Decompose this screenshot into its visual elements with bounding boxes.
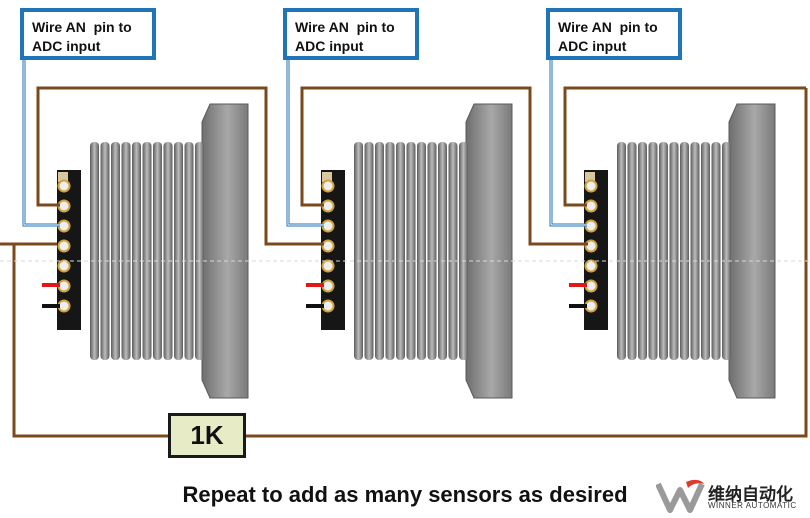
header-pin xyxy=(584,219,598,233)
thread-ridge xyxy=(375,142,384,360)
thread-ridge xyxy=(90,142,99,360)
thread-ridge xyxy=(121,142,131,360)
signal-wire-highlight xyxy=(23,60,60,226)
sensor-nut xyxy=(465,103,513,399)
thread-ridge xyxy=(354,142,363,360)
ultrasonic-sensor-icon xyxy=(569,103,776,399)
header-pin xyxy=(584,259,598,273)
thread-ridge xyxy=(659,142,668,360)
header-pin xyxy=(57,219,71,233)
thread-ridge xyxy=(100,142,110,360)
header-pin xyxy=(57,179,71,193)
brand-name-en: WINNER AUTOMATIC xyxy=(708,501,797,510)
thread-ridge xyxy=(722,142,731,360)
thread-ridge xyxy=(132,142,141,360)
header-pin xyxy=(584,299,598,313)
thread-ridge xyxy=(638,142,647,360)
thread-ridge xyxy=(648,142,658,360)
ultrasonic-sensor-icon xyxy=(42,103,249,399)
thread-ridge xyxy=(364,142,374,360)
thread-ridge xyxy=(711,142,721,360)
chain-wire-last xyxy=(563,86,806,207)
pcb-label xyxy=(585,172,595,182)
chain-wire xyxy=(36,86,324,246)
sensor-nut xyxy=(728,103,776,399)
signal-wire xyxy=(22,60,60,227)
label-box-2: Wire AN pin to ADC input xyxy=(283,8,419,60)
thread-ridge xyxy=(163,142,173,360)
thread-ridge xyxy=(111,142,120,360)
thread-ridge xyxy=(701,142,710,360)
header-pin xyxy=(57,279,71,293)
label-box-1: Wire AN pin to ADC input xyxy=(20,8,156,60)
sensor-nut xyxy=(201,103,249,399)
thread-ridge xyxy=(153,142,162,360)
thread-ridge xyxy=(174,142,183,360)
sensors-group xyxy=(42,103,776,399)
thread-ridge xyxy=(680,142,689,360)
thread-ridge xyxy=(669,142,679,360)
label-line-2: ADC input xyxy=(32,38,101,54)
thread-ridge xyxy=(438,142,447,360)
signal-wire xyxy=(549,60,587,227)
header-pin xyxy=(321,259,335,273)
label-line-2: ADC input xyxy=(558,38,627,54)
header-pin xyxy=(584,279,598,293)
thread-ridge xyxy=(448,142,458,360)
pcb-label xyxy=(58,172,68,182)
return-wire xyxy=(12,88,808,438)
brand-logo-icon xyxy=(656,479,705,513)
header-pin xyxy=(321,199,335,213)
thread-ridge xyxy=(617,142,626,360)
thread-ridge xyxy=(396,142,405,360)
header-pin xyxy=(321,219,335,233)
brand-logo: 维纳自动化 WINNER AUTOMATIC xyxy=(656,476,806,516)
header-pin xyxy=(321,179,335,193)
header-pin xyxy=(584,179,598,193)
chain-wire xyxy=(300,86,588,246)
thread-ridge xyxy=(406,142,416,360)
thread-ridge xyxy=(459,142,468,360)
resistor-1k: 1K xyxy=(168,413,246,458)
resistor-label: 1K xyxy=(190,420,224,450)
signal-wire-highlight xyxy=(287,60,324,226)
brand-name-cn: 维纳自动化 xyxy=(708,485,793,504)
label-line-1: Wire AN pin to xyxy=(558,19,658,35)
label-box-3: Wire AN pin to ADC input xyxy=(546,8,682,60)
pcb-label xyxy=(322,172,332,182)
label-line-1: Wire AN pin to xyxy=(32,19,132,35)
thread-ridge xyxy=(627,142,637,360)
chain-wires xyxy=(36,86,806,246)
caption: Repeat to add as many sensors as desired xyxy=(182,482,628,507)
header-pin xyxy=(57,299,71,313)
signal-wires xyxy=(22,60,587,227)
header-pin xyxy=(321,239,335,253)
thread-ridge xyxy=(427,142,437,360)
thread-ridge xyxy=(385,142,395,360)
ultrasonic-sensor-icon xyxy=(306,103,513,399)
signal-wire-highlight xyxy=(550,60,587,226)
header-pin xyxy=(57,239,71,253)
header-pin xyxy=(57,199,71,213)
header-pin xyxy=(57,259,71,273)
header-pin xyxy=(584,199,598,213)
signal-wire xyxy=(286,60,324,227)
header-pin xyxy=(321,279,335,293)
thread-ridge xyxy=(184,142,194,360)
thread-ridge xyxy=(195,142,204,360)
thread-ridge xyxy=(690,142,700,360)
thread-ridge xyxy=(417,142,426,360)
label-line-1: Wire AN pin to xyxy=(295,19,395,35)
label-line-2: ADC input xyxy=(295,38,364,54)
thread-ridge xyxy=(142,142,152,360)
header-pin xyxy=(584,239,598,253)
header-pin xyxy=(321,299,335,313)
